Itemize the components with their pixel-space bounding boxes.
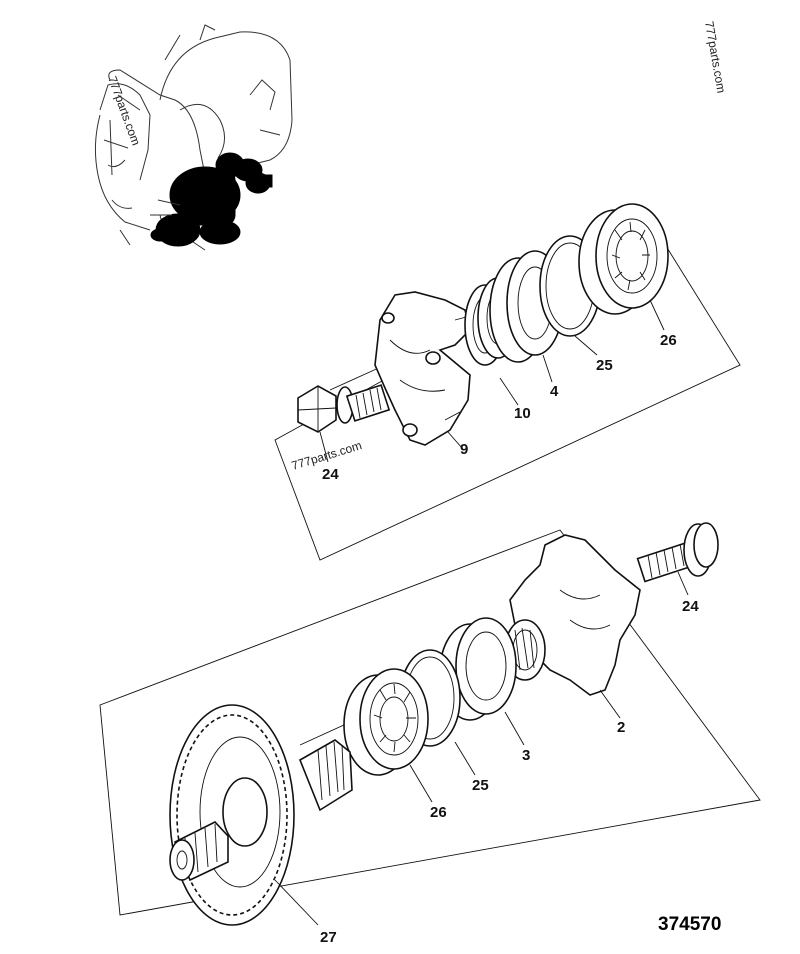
callout-25-lower: 25 <box>472 777 489 794</box>
housing-outline <box>94 24 293 251</box>
callout-24-upper: 24 <box>322 466 339 483</box>
lower-assembly-frame <box>99 529 761 916</box>
lower-assembly <box>169 522 719 926</box>
watermark-top-right: 777parts.com <box>702 20 728 94</box>
callout-26-upper: 26 <box>660 332 677 349</box>
upper-assembly <box>297 203 669 463</box>
callout-27: 27 <box>320 929 337 946</box>
lower-yoke <box>504 534 641 696</box>
upper-yoke <box>374 291 476 446</box>
upper-bearing <box>578 203 669 315</box>
highlighted-shaft <box>150 152 273 247</box>
callout-2: 2 <box>617 719 625 736</box>
callout-3: 3 <box>522 747 530 764</box>
lower-bearing <box>343 668 429 776</box>
inset-transmission-view <box>94 24 293 251</box>
drawing-number: 374570 <box>658 914 721 935</box>
callout-24-lower: 24 <box>682 598 699 615</box>
upper-bolt <box>297 384 391 433</box>
callout-26-lower: 26 <box>430 804 447 821</box>
callout-4: 4 <box>550 383 559 400</box>
callout-9: 9 <box>460 441 468 458</box>
lower-bolt <box>636 522 719 583</box>
callout-10: 10 <box>514 405 531 422</box>
callout-25-upper: 25 <box>596 357 613 374</box>
gear-shaft <box>169 704 353 926</box>
